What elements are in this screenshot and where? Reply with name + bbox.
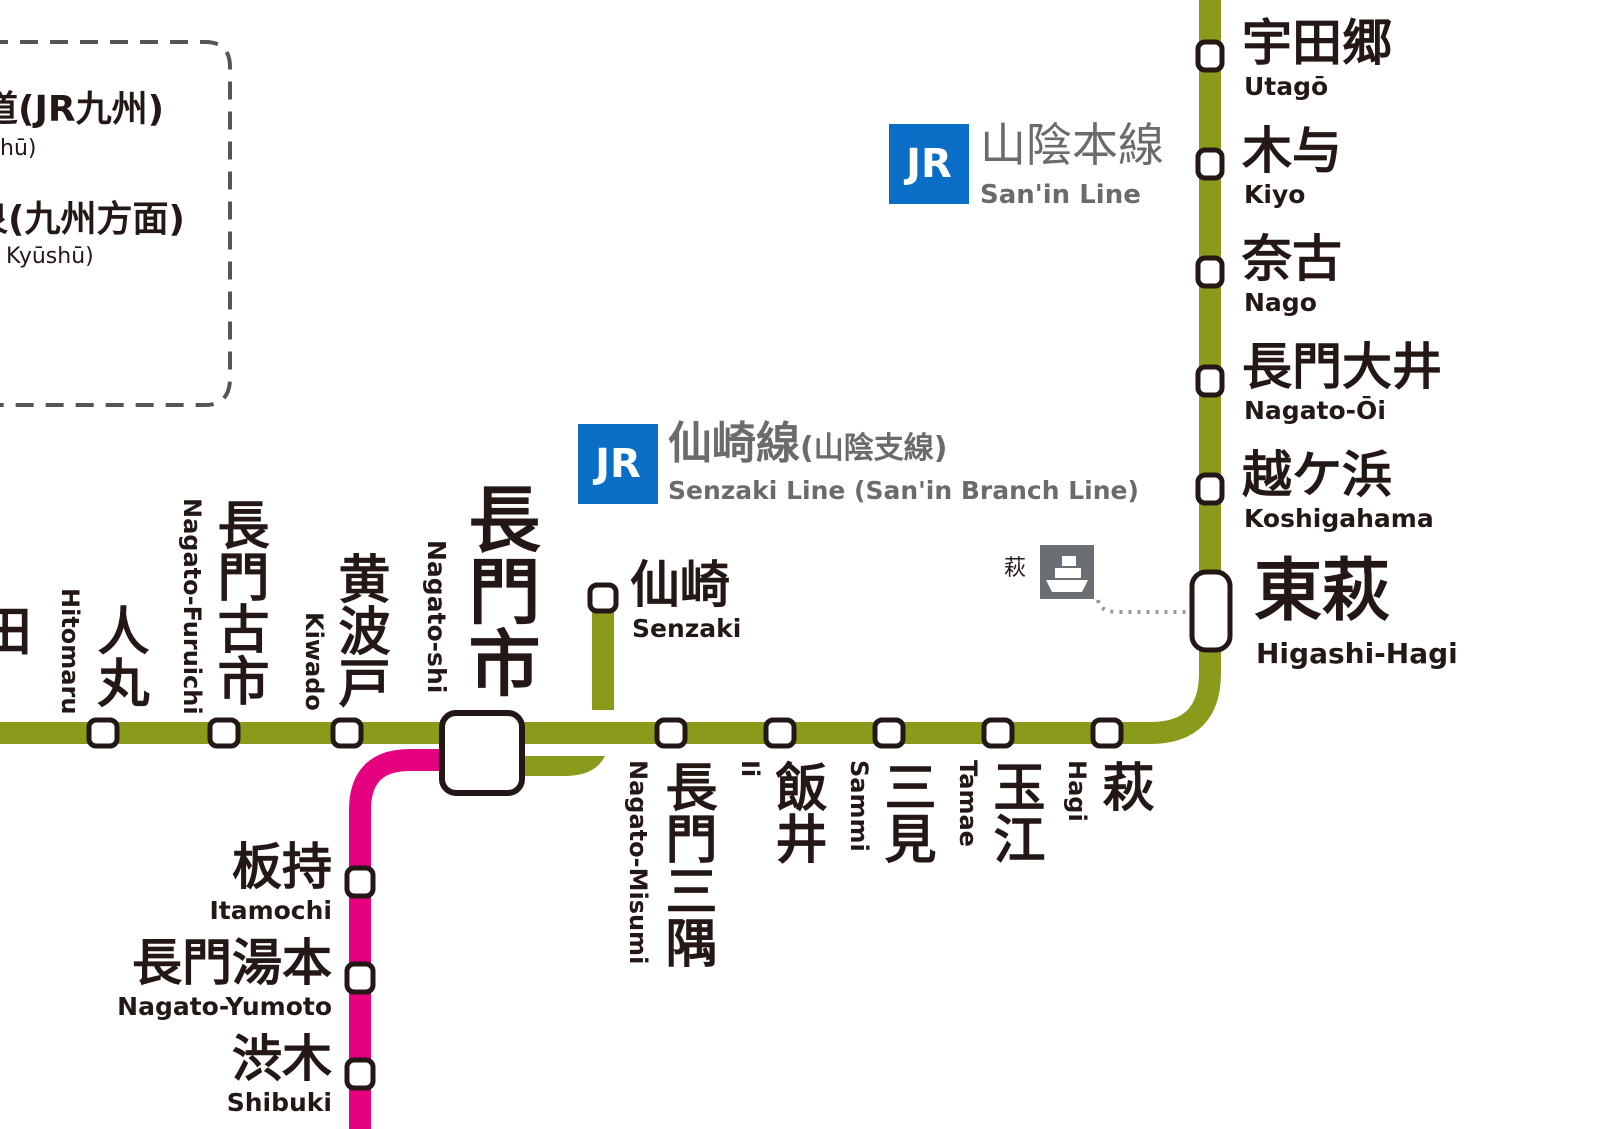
station-nagato-yumoto-jp: 長門湯本	[132, 934, 332, 992]
station-nagato-furuichi-jp: 長門古市	[208, 498, 268, 706]
station-koshigahama-en: Koshigahama	[1244, 504, 1434, 533]
station-itamochi-marker[interactable]	[344, 865, 376, 899]
station-hitomaru-jp: 人丸	[88, 604, 148, 708]
station-nagato-oi-marker[interactable]	[1195, 364, 1225, 398]
station-senzaki-jp: 仙崎	[630, 556, 730, 614]
station-kiyo-en: Kiyo	[1244, 180, 1306, 209]
legend-box	[0, 40, 232, 407]
station-shibuki-marker[interactable]	[344, 1057, 376, 1091]
station-utago-jp: 宇田郷	[1242, 14, 1392, 72]
station-partial-left-jp: 田	[0, 604, 30, 656]
station-nagato-misumi-marker[interactable]	[654, 717, 688, 749]
station-shibuki-jp: 渋木	[232, 1030, 332, 1088]
ferry-label: 萩	[1004, 556, 1027, 581]
sanin-line-name-jp: 山陰本線	[980, 118, 1164, 172]
station-nago-marker[interactable]	[1195, 255, 1225, 289]
station-tamae-marker[interactable]	[981, 717, 1015, 749]
station-sammi-en: Sammi	[845, 760, 873, 852]
sanin-jr-badge: JR	[889, 124, 969, 204]
station-higashi-hagi-marker[interactable]	[1189, 569, 1233, 653]
legend-row2-en: Kyūshū)	[6, 244, 94, 269]
station-itamochi-jp: 板持	[232, 838, 332, 896]
mine-line	[349, 749, 450, 1129]
station-nagatoshi-en: Nagato-shi	[422, 540, 451, 694]
station-ii-marker[interactable]	[763, 717, 797, 749]
station-shibuki-en: Shibuki	[226, 1088, 332, 1117]
station-kiyo-jp: 木与	[1242, 122, 1342, 180]
station-nagato-yumoto-marker[interactable]	[344, 961, 376, 995]
station-tamae-jp: 玉江	[984, 760, 1044, 864]
station-itamochi-en: Itamochi	[209, 896, 332, 925]
station-ii-jp: 飯井	[766, 760, 826, 864]
station-nagato-yumoto-en: Nagato-Yumoto	[117, 992, 332, 1021]
senzaki-line-name-main: 仙崎線	[668, 418, 800, 469]
sanin-line	[0, 0, 1221, 744]
sanin-line-name-en: San'in Line	[980, 180, 1141, 210]
station-nagato-furuichi-en: Nagato-Furuichi	[178, 498, 206, 715]
station-koshigahama-marker[interactable]	[1195, 472, 1225, 506]
legend-row2-jp: 泉(九州方面)	[0, 199, 185, 240]
station-nago-en: Nago	[1244, 288, 1317, 317]
station-nagatoshi-jp: 長門市	[456, 482, 540, 698]
station-nago-jp: 奈古	[1242, 230, 1342, 288]
station-nagato-oi-en: Nagato-Ōi	[1244, 396, 1386, 425]
station-hagi-jp: 萩	[1093, 760, 1153, 812]
legend-row1-en: hū)	[0, 136, 37, 161]
station-sammi-marker[interactable]	[872, 717, 906, 749]
legend-row1-jp: 道(JR九州)	[0, 89, 165, 130]
station-tamae-en: Tamae	[954, 760, 982, 847]
ferry-link	[1096, 599, 1190, 614]
station-kiwado-en: Kiwado	[300, 612, 328, 711]
station-higashi-hagi-en: Higashi-Hagi	[1256, 637, 1458, 670]
station-sammi-jp: 三見	[875, 760, 935, 864]
station-kiwado-jp: 黄波戸	[329, 552, 389, 708]
station-hagi-marker[interactable]	[1090, 717, 1124, 749]
station-nagato-misumi-jp: 長門三隅	[656, 760, 716, 968]
station-hitomaru-marker[interactable]	[86, 717, 120, 749]
station-hitomaru-en: Hitomaru	[56, 588, 84, 715]
station-hagi-en: Hagi	[1063, 760, 1091, 822]
station-ii-en: Ii	[736, 760, 764, 778]
station-kiwado-marker[interactable]	[330, 717, 364, 749]
station-utago-en: Utagō	[1244, 72, 1329, 101]
station-senzaki-en: Senzaki	[632, 614, 742, 643]
station-utago-marker[interactable]	[1195, 39, 1225, 73]
station-nagato-furuichi-marker[interactable]	[207, 717, 241, 749]
ferry-icon	[1040, 545, 1094, 599]
station-higashi-hagi-jp: 東萩	[1254, 552, 1391, 631]
senzaki-line-name-jp: 仙崎線(山陰支線)	[668, 422, 947, 466]
station-nagato-oi-jp: 長門大井	[1242, 338, 1442, 396]
station-kiyo-marker[interactable]	[1195, 147, 1225, 181]
station-nagatoshi-marker[interactable]	[439, 710, 525, 796]
station-senzaki-marker[interactable]	[587, 582, 619, 614]
station-nagato-misumi-en: Nagato-Misumi	[624, 760, 652, 965]
senzaki-jr-badge: JR	[578, 424, 658, 504]
senzaki-line-name-sub: (山陰支線)	[800, 431, 948, 466]
senzaki-branch-curve	[522, 756, 605, 776]
station-koshigahama-jp: 越ケ浜	[1242, 446, 1392, 504]
senzaki-line-name-en: Senzaki Line (San'in Branch Line)	[668, 476, 1139, 505]
